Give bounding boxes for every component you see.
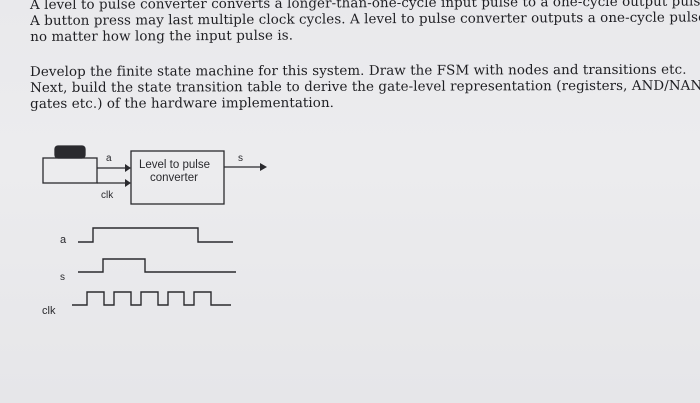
signal-clk-waveform xyxy=(72,291,231,306)
input-label: a xyxy=(106,153,112,164)
signal-a-label: a xyxy=(60,234,67,246)
box-label-line1: Level to pulse xyxy=(139,159,210,171)
timing-labels: a s clk xyxy=(42,234,67,317)
signal-clk-label: clk xyxy=(42,305,56,317)
box-label-line2: converter xyxy=(150,172,198,184)
block-diagram-labels: a clk Level to pulse converter s xyxy=(101,153,243,201)
output-arrow xyxy=(260,163,267,171)
signal-s-label: s xyxy=(60,272,65,283)
signal-a-waveform xyxy=(78,227,233,243)
signal-s-waveform xyxy=(78,258,236,273)
output-label: s xyxy=(238,153,243,164)
clock-label: clk xyxy=(101,190,114,201)
block-diagram xyxy=(42,145,267,205)
clock-arrow xyxy=(125,179,131,187)
timing-diagram xyxy=(72,227,236,306)
push-button-icon xyxy=(42,145,98,184)
input-arrow xyxy=(125,164,131,172)
converter-box xyxy=(130,150,225,205)
